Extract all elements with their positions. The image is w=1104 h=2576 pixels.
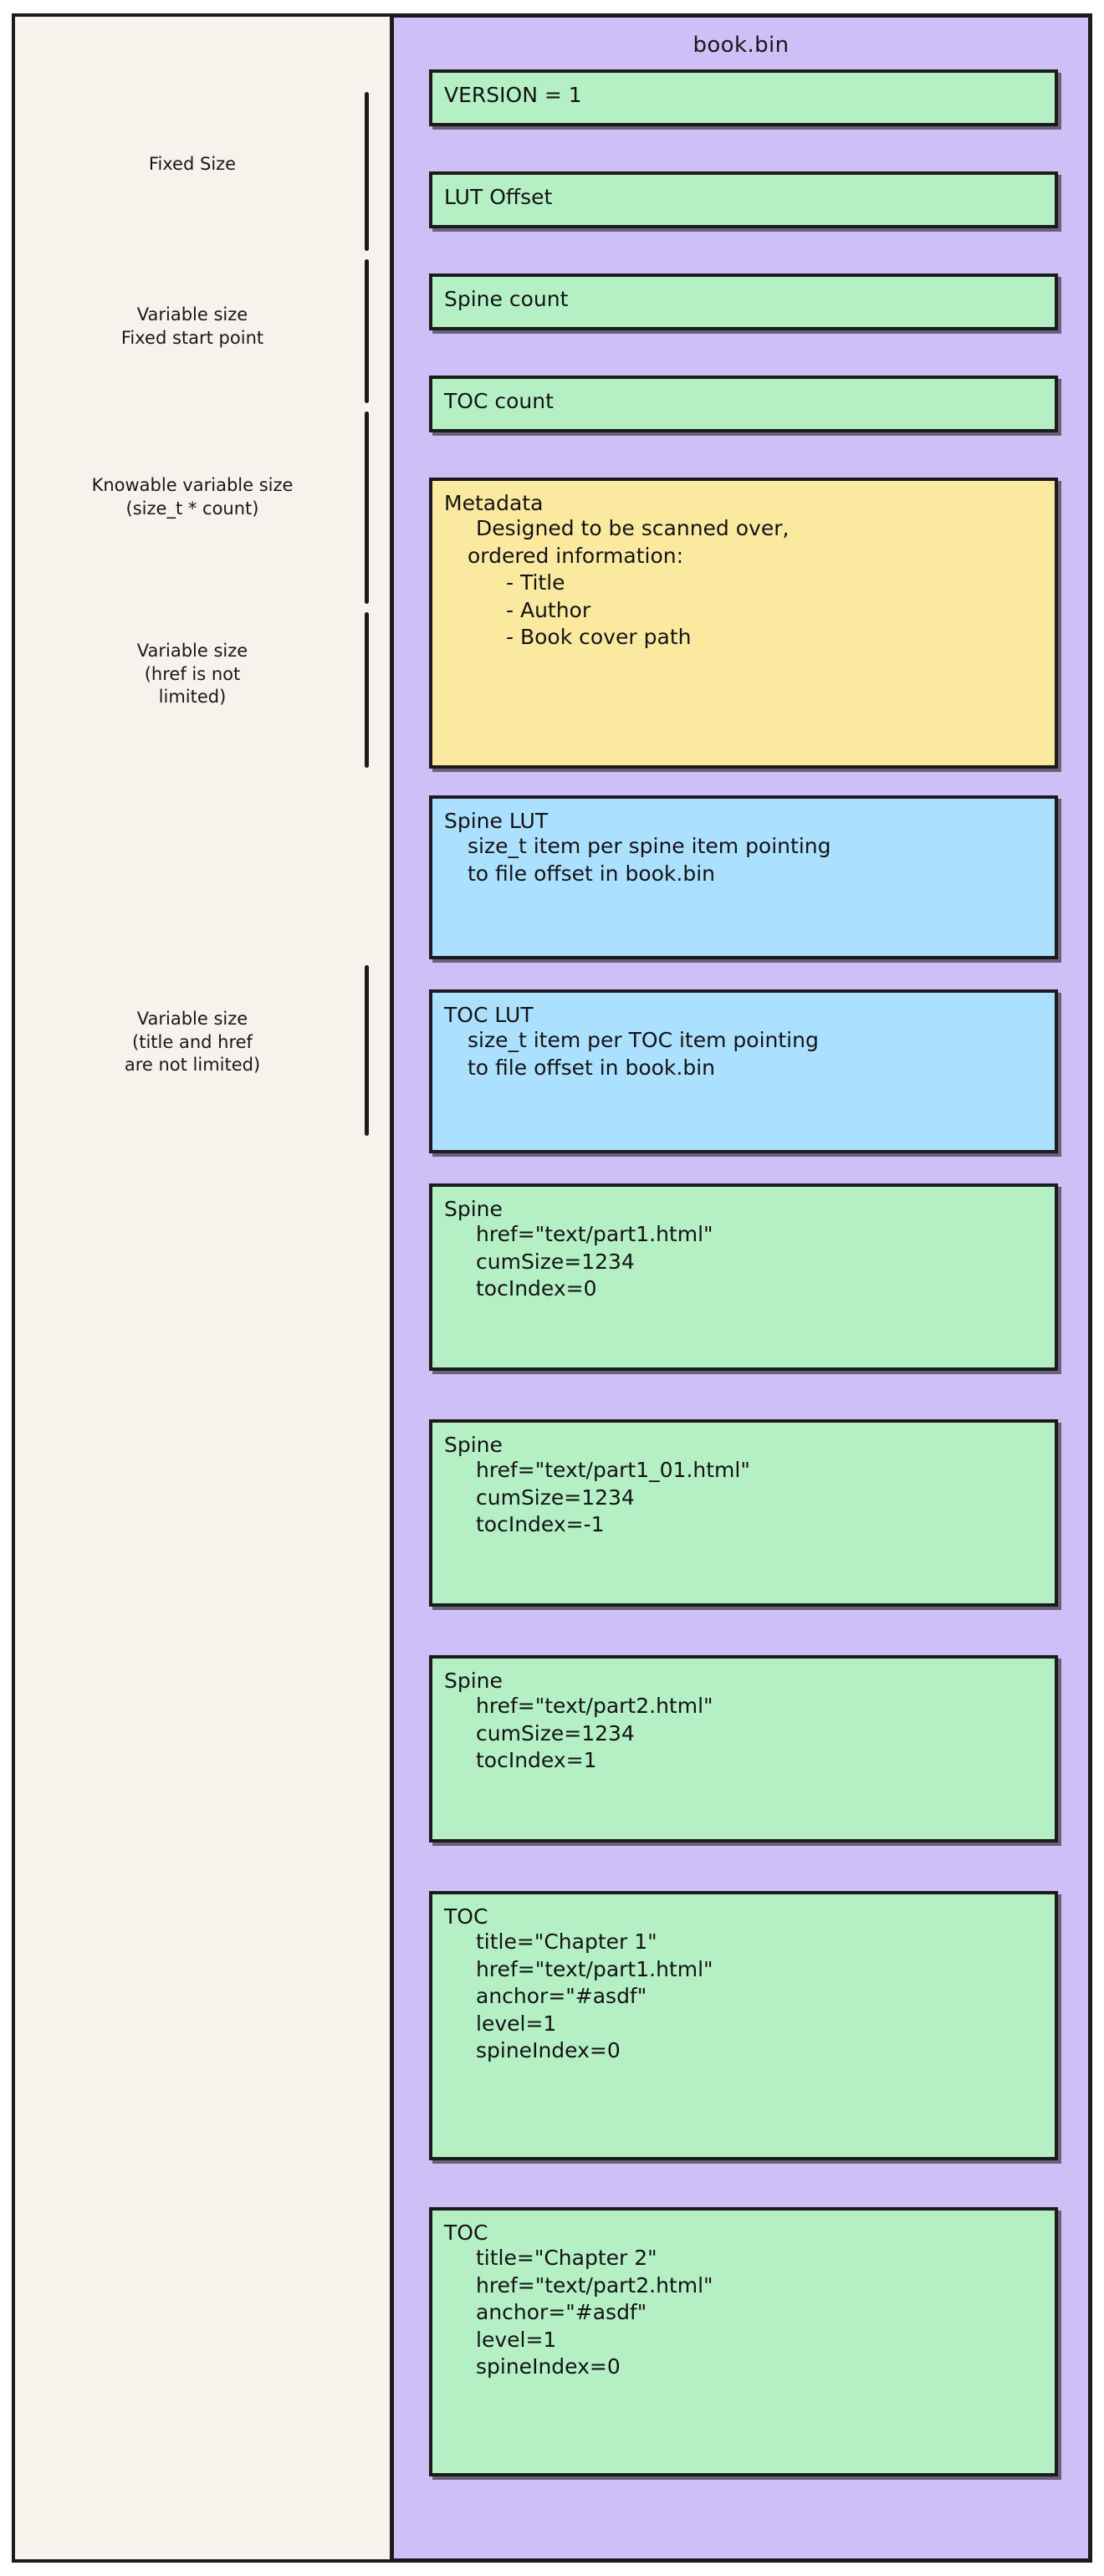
block-metadata: Metadata Designed to be scanned over, or… xyxy=(429,478,1058,769)
bracket-knowable-variable xyxy=(365,411,369,604)
block-lut-offset: LUT Offset xyxy=(429,171,1058,228)
block-header: LUT Offset xyxy=(444,185,553,209)
annotation-line: (href is not xyxy=(144,663,241,684)
book-bin-container: book.bin VERSION = 1 LUT Offset Spine co… xyxy=(390,13,1092,2563)
annotation-line: (size_t * count) xyxy=(125,498,259,519)
block-header: TOC count xyxy=(444,389,554,413)
bracket-variable-fixed-start xyxy=(365,259,369,403)
block-line: href="text/part1.html" xyxy=(476,1222,713,1246)
annotation-line: are not limited) xyxy=(124,1055,261,1076)
annotation-line: (title and href xyxy=(132,1031,253,1052)
block-line: tocIndex=1 xyxy=(476,1748,597,1772)
block-toc-count: TOC count xyxy=(429,376,1058,432)
annotation-line: Fixed start point xyxy=(120,327,264,348)
block-spine-3: Spine href="text/part2.html" cumSize=123… xyxy=(429,1655,1058,1843)
block-spine-2: Spine href="text/part1_01.html" cumSize=… xyxy=(429,1419,1058,1607)
annotation-line: limited) xyxy=(158,687,227,708)
block-line: cumSize=1234 xyxy=(476,1485,635,1510)
file-format-diagram: Fixed Size Variable size Fixed start poi… xyxy=(12,13,1092,2563)
block-header: TOC xyxy=(444,2221,488,2245)
block-line: to file offset in book.bin xyxy=(468,861,716,886)
block-toc-1: TOC title="Chapter 1" href="text/part1.h… xyxy=(429,1891,1058,2160)
block-line: size_t item per spine item pointing xyxy=(468,834,831,858)
block-header: VERSION = 1 xyxy=(444,83,582,107)
annotation-column: Fixed Size Variable size Fixed start poi… xyxy=(12,13,390,2563)
block-bullet: - Title xyxy=(506,570,565,595)
block-line: size_t item per TOC item pointing xyxy=(468,1028,819,1052)
file-name-title: book.bin xyxy=(693,33,790,58)
annotation-line: Fixed Size xyxy=(148,154,237,174)
block-header: Spine count xyxy=(444,287,569,311)
block-bullet: - Book cover path xyxy=(506,625,692,649)
annotation-line: Variable size xyxy=(136,1009,248,1029)
block-header: Metadata xyxy=(444,491,544,515)
block-line: href="text/part1_01.html" xyxy=(476,1458,750,1482)
block-line: level=1 xyxy=(476,2327,557,2352)
annotation-variable-fixed-start: Variable size Fixed start point xyxy=(25,304,360,350)
block-line: to file offset in book.bin xyxy=(468,1055,716,1080)
block-line: href="text/part2.html" xyxy=(476,1694,713,1718)
block-header: TOC LUT xyxy=(444,1003,534,1027)
annotation-line: Variable size xyxy=(136,641,248,661)
block-line: level=1 xyxy=(476,2011,557,2036)
block-line: anchor="#asdf" xyxy=(476,2300,647,2324)
block-spine-lut: Spine LUT size_t item per spine item poi… xyxy=(429,795,1058,959)
block-toc-lut: TOC LUT size_t item per TOC item pointin… xyxy=(429,989,1058,1153)
block-line: href="text/part1.html" xyxy=(476,1956,713,1981)
bracket-variable-title-href xyxy=(365,965,369,1136)
annotation-variable-title-href: Variable size (title and href are not li… xyxy=(25,1008,360,1077)
block-header: TOC xyxy=(444,1904,488,1929)
bracket-variable-href xyxy=(365,612,369,768)
block-line: title="Chapter 1" xyxy=(476,1929,657,1954)
block-header: Spine LUT xyxy=(444,809,549,833)
block-line: cumSize=1234 xyxy=(476,1249,635,1274)
bracket-fixed-size xyxy=(365,92,369,251)
block-line: title="Chapter 2" xyxy=(476,2246,657,2270)
block-header: Spine xyxy=(444,1433,503,1457)
block-line: href="text/part2.html" xyxy=(476,2272,713,2297)
block-line: tocIndex=0 xyxy=(476,1276,597,1301)
block-bullet: - Author xyxy=(506,597,591,622)
annotation-line: Variable size xyxy=(136,304,248,325)
block-header: Spine xyxy=(444,1197,503,1221)
block-line: Designed to be scanned over, xyxy=(476,516,790,540)
block-line: anchor="#asdf" xyxy=(476,1984,647,2008)
annotation-variable-href: Variable size (href is not limited) xyxy=(25,640,360,709)
block-header: Spine xyxy=(444,1669,503,1693)
annotation-fixed-size: Fixed Size xyxy=(25,153,360,176)
annotation-knowable-variable: Knowable variable size (size_t * count) xyxy=(25,474,360,520)
annotation-line: Knowable variable size xyxy=(91,475,294,495)
block-line: ordered information: xyxy=(468,543,684,568)
block-line: cumSize=1234 xyxy=(476,1720,635,1745)
block-version: VERSION = 1 xyxy=(429,69,1058,126)
block-line: tocIndex=-1 xyxy=(476,1512,605,1536)
block-toc-2: TOC title="Chapter 2" href="text/part2.h… xyxy=(429,2207,1058,2476)
block-line: spineIndex=0 xyxy=(476,2038,621,2062)
block-spine-count: Spine count xyxy=(429,273,1058,330)
block-spine-1: Spine href="text/part1.html" cumSize=123… xyxy=(429,1183,1058,1371)
block-line: spineIndex=0 xyxy=(476,2354,621,2379)
